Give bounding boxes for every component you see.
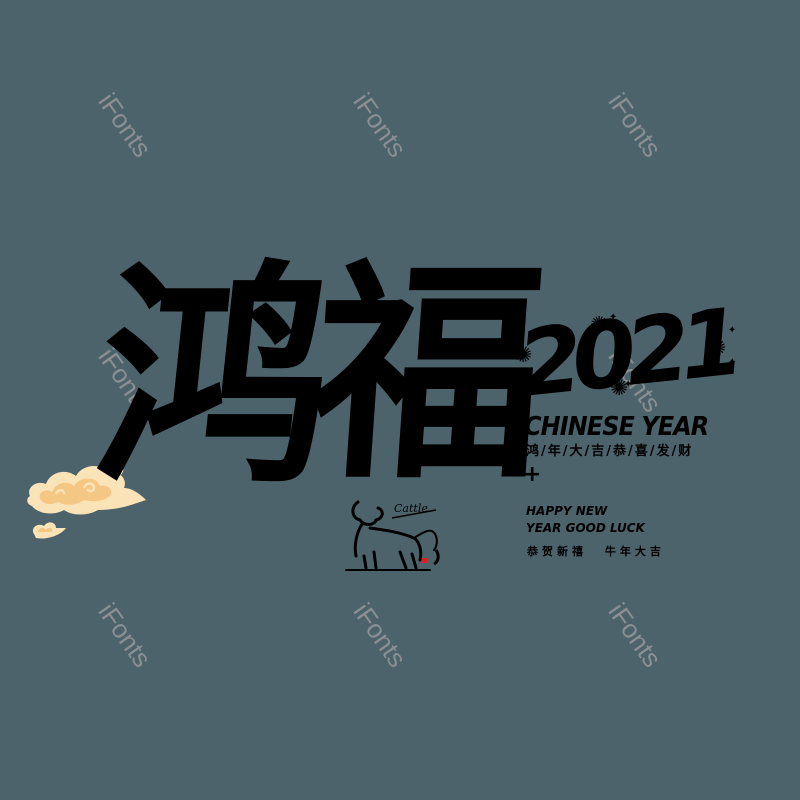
watermark-2: iFonts [347, 87, 413, 163]
watermark-6: iFonts [92, 597, 158, 673]
auspicious-cloud-icon [27, 463, 146, 539]
greeting-line-2: YEAR GOOD LUCK [526, 521, 645, 535]
watermark-1: iFonts [92, 87, 158, 163]
star-icon: ✦ [624, 379, 633, 390]
greeting-text: HAPPY NEW YEAR GOOD LUCK [526, 503, 645, 537]
red-seal [422, 558, 427, 563]
star-icon: ✦ [728, 325, 737, 336]
plus-icon: + [523, 462, 542, 487]
chinese-blessing-line: 鸿/年/大/吉/恭/喜/发/财 [526, 444, 694, 459]
watermark-8: iFonts [602, 597, 668, 673]
watermark-3: iFonts [602, 87, 668, 163]
firework-icon: ✺ [708, 336, 727, 361]
calligraphy-char-fu: 福 [302, 237, 554, 510]
star-icon: ✦ [609, 312, 618, 323]
ox-signature: Cattle [394, 502, 428, 515]
firework-icon: ✺ [610, 376, 629, 401]
ox-illustration-icon: Cattle [345, 500, 440, 571]
star-icon: ✦ [702, 361, 711, 372]
star-icon: ✦ [728, 357, 737, 368]
watermark-7: iFonts [347, 597, 413, 673]
chinese-year-heading: CHINESE YEAR [524, 412, 709, 442]
greeting-line-1: HAPPY NEW [526, 504, 608, 518]
chinese-greeting-line: 恭贺新禧 牛年大吉 [527, 545, 665, 558]
firework-icon: ✺ [514, 343, 533, 368]
firework-icon: ✺ [590, 313, 609, 338]
